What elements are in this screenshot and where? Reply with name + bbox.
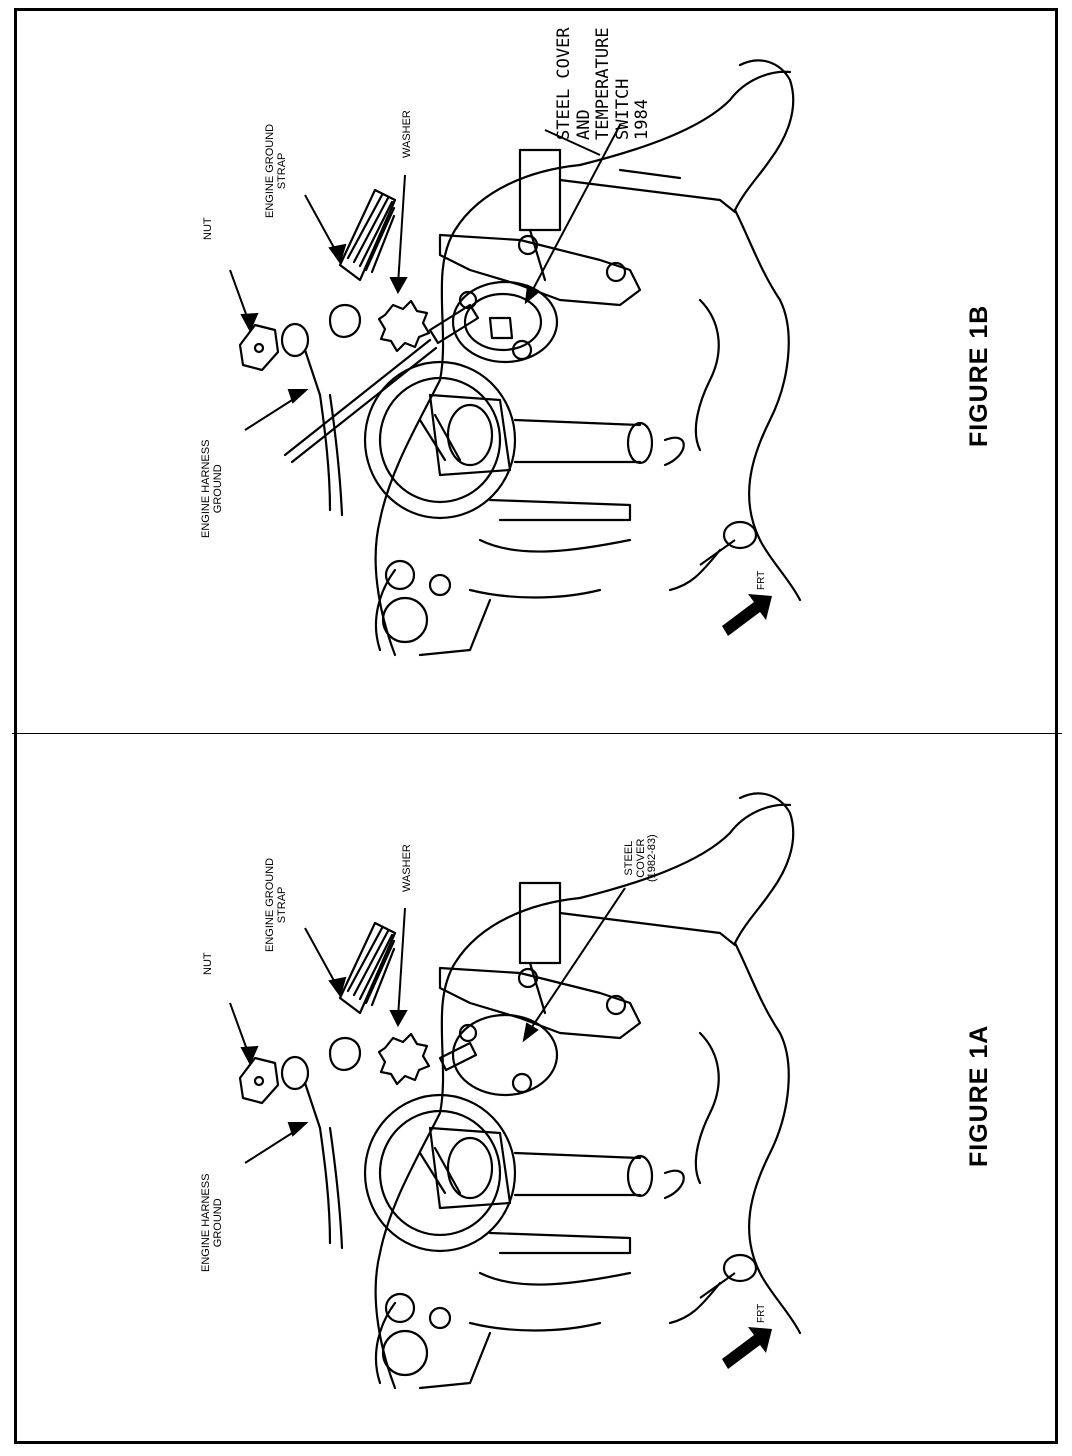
engine-outline [238, 59, 802, 657]
front-label: FRT [756, 570, 767, 590]
steel-cover-switch-label: STEEL COVER AND TEMPERATURE SWITCH 1984 [554, 27, 653, 140]
leader-arrows [229, 124, 621, 431]
washer-label: WASHER [401, 844, 413, 892]
washer-label: WASHER [401, 110, 413, 158]
engine-ground-strap-label: ENGINE GROUND STRAP [264, 123, 288, 218]
front-label: FRT [756, 1303, 767, 1323]
steel-cover-label: STEEL COVER (1982-83) [623, 834, 659, 882]
figure-1b-title: FIGURE 1B [965, 304, 993, 447]
figure-divider [12, 733, 1062, 734]
figure-1b-drawing [229, 59, 802, 657]
leader-arrows [229, 887, 626, 1164]
front-arrow-icon [722, 1327, 772, 1369]
figure-1a-drawing [229, 792, 802, 1390]
figure-1a-title: FIGURE 1A [965, 1024, 993, 1167]
engine-outline [238, 792, 802, 1390]
engine-harness-ground-label: ENGINE HARNESS GROUND [200, 1173, 224, 1272]
engine-ground-strap-label: ENGINE GROUND STRAP [264, 857, 288, 952]
engine-harness-ground-label: ENGINE HARNESS GROUND [200, 439, 224, 538]
front-arrow-icon [722, 594, 772, 636]
page-border [14, 8, 1058, 1444]
nut-label: NUT [202, 952, 214, 975]
nut-label: NUT [202, 217, 214, 240]
